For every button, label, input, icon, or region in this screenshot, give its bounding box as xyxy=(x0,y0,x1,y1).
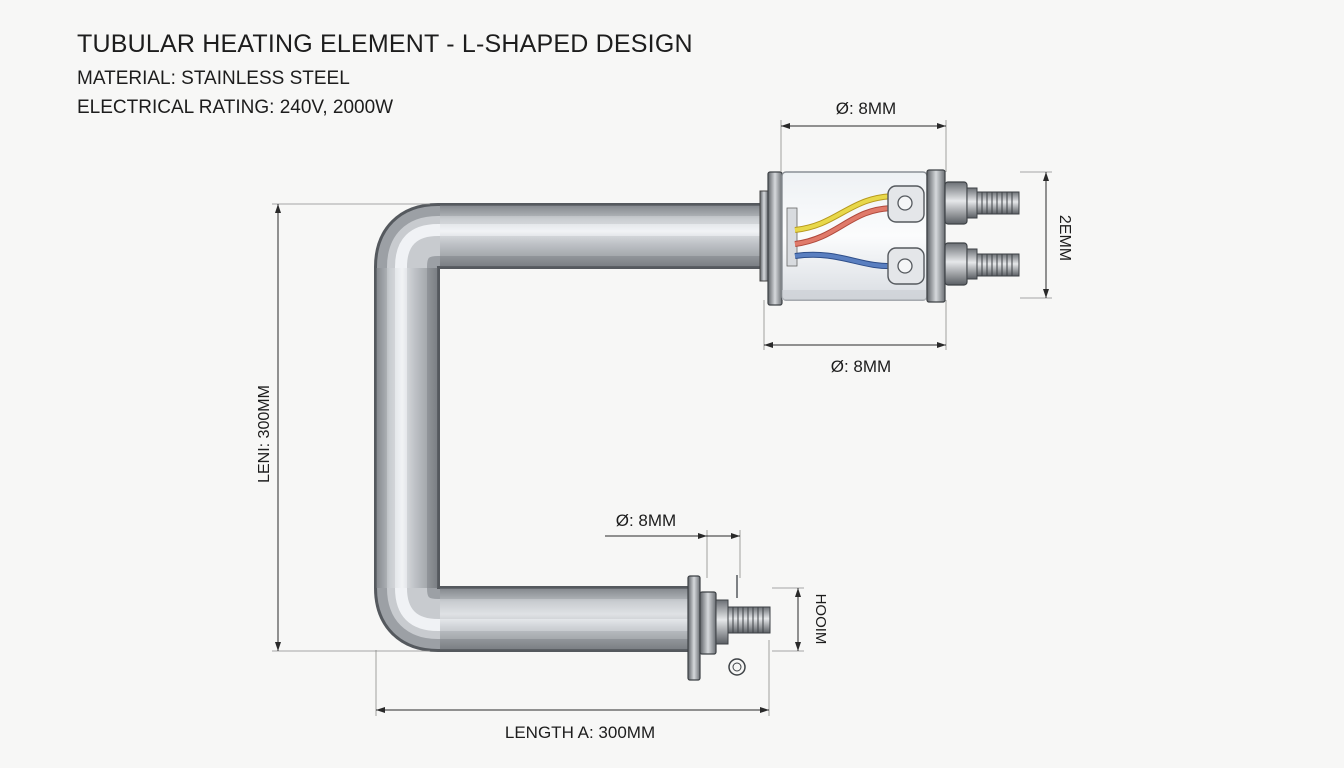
drawing-title: TUBULAR HEATING ELEMENT - L-SHAPED DESIG… xyxy=(77,30,693,58)
terminal-bolts xyxy=(944,181,1020,286)
bottom-length-label: LENGTH A: 300MM xyxy=(505,723,655,742)
electrical-rating-label: ELECTRICAL RATING: 240V, 2000W xyxy=(77,97,394,118)
wires xyxy=(794,192,901,270)
dimension-lines xyxy=(272,120,1052,716)
heating-tube xyxy=(374,203,765,652)
head-diameter-label: Ø: 8MM xyxy=(831,357,891,376)
material-label: MATERIAL: STAINLESS STEEL xyxy=(77,68,350,89)
dimension-labels: Ø: 8MM 2EMM Ø: 8MM LENI: 300MM Ø: 8MM HO… xyxy=(256,99,1073,742)
terminal-lugs xyxy=(887,185,925,285)
bottom-end-fitting xyxy=(687,575,771,681)
top-diameter-label: Ø: 8MM xyxy=(836,99,896,118)
right-height-label: 2EMM xyxy=(1056,215,1073,261)
bottom-right-label: HOOIM xyxy=(812,594,829,645)
bottom-diameter-label: Ø: 8MM xyxy=(616,511,676,530)
left-length-label: LENI: 300MM xyxy=(256,385,273,483)
